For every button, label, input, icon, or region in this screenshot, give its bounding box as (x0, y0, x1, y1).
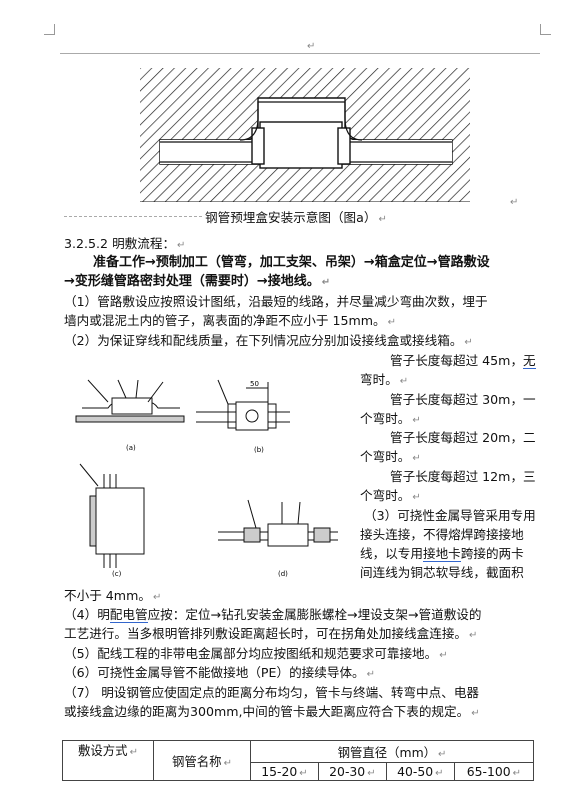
section-heading: 3.2.5.2 明敷流程：↵ (64, 236, 186, 251)
paragraph-1-line-2: 墙内或混泥土内的管子，离表面的净距不应小于 15mm。↵ (64, 313, 397, 328)
table-header-method: 敷设方式↵ (62, 740, 154, 781)
flow-line-1: 准备工作→预制加工（管弯，加工支架、吊架）→箱盒定位→管路敷设 (93, 255, 490, 270)
paragraph-5: （5）配线工程的非带电金属部分均应按图纸和规范要求可靠接地。↵ (64, 646, 448, 661)
right-col-line-1: 管子长度每超过 45m，无 (390, 353, 536, 369)
right-col-line-10: 接头连接，不得熔焊跨接接地 (360, 527, 524, 542)
paragraph-6: （6）可挠性金属导管不能做接地（PE）的接续导体。↵ (64, 665, 376, 680)
paragraph-7-line-1: （7） 明设钢管应使固定点的距离分布均匀，管卡与终端、转弯中点、电器 (64, 685, 480, 700)
dim-50: 50 (250, 380, 259, 388)
table-header-diameter: 钢管直径（mm）↵ (250, 740, 534, 763)
caption-dash-line (64, 216, 202, 217)
right-col-line-5: 管子长度每超过 20m，二 (390, 430, 536, 445)
right-col-line-2: 弯时。↵ (360, 372, 409, 387)
table-header-pipe-name: 钢管名称↵ (153, 740, 251, 781)
paragraph-2: （2）为保证穿线和配线质量，在下列情况应分别加设接线盒或接线箱。↵ (64, 333, 473, 348)
label-b: (b) (254, 446, 264, 454)
table-size-cell: 20-30↵ (317, 762, 387, 781)
right-col-line-6: 个弯时。↵ (360, 449, 421, 464)
pipe-spacing-table: 敷设方式↵ 钢管名称↵ 钢管直径（mm）↵ 15-20↵ 20-30↵ 40-5… (62, 740, 535, 781)
flow-line-2: →变形缝管路密封处理（需要时）→接地线。↵ (64, 274, 331, 289)
right-col-line-7: 管子长度每超过 12m，三 (390, 469, 536, 484)
header-rule (60, 53, 540, 54)
paragraph-mark: ↵ (307, 41, 316, 52)
paragraph-1-line-1: （1）管路敷设应按照设计图纸，沿最短的线路，并尽量减少弯曲次数，埋于 (64, 294, 488, 309)
page-corner-mark (44, 24, 55, 35)
paragraph-7-line-2: 或接线盒边缘的距离为300mm,中间的管卡最大距离应符合下表的规定。↵ (64, 704, 480, 719)
figure-junction-box-details: (a) 50 (b) (c) (d) (75, 379, 338, 578)
right-col-line-11: 线，以专用接地卡跨接的两卡 (360, 546, 524, 562)
figure-a-embedded-box (140, 68, 470, 202)
right-col-line-4: 个弯时。↵ (360, 411, 421, 426)
table-size-cell: 40-50↵ (385, 762, 455, 781)
table-size-cell: 65-100↵ (453, 762, 535, 781)
paragraph-mark: ↵ (510, 197, 519, 208)
table-size-cell: 15-20↵ (250, 762, 319, 781)
right-col-line-3: 管子长度每超过 30m，一 (390, 392, 536, 407)
paragraph-4-line-2: 工艺进行。当多根明管排列敷设距离超长时，可在拐角处加接线盒连接。↵ (64, 626, 478, 641)
figure-caption: 钢管预埋盒安装示意图（图a）↵ (205, 210, 387, 225)
right-col-line-9: （3）可挠性金属导管采用专用 (364, 508, 536, 523)
page-corner-mark (540, 24, 551, 35)
label-d: (d) (278, 570, 288, 578)
right-col-line-12: 间连线为铜芯软导线，截面积 (360, 565, 524, 580)
right-col-line-8: 个弯时。↵ (360, 488, 421, 503)
paragraph-3-tail: 不小于 4mm。↵ (64, 588, 162, 603)
label-c: (c) (112, 570, 122, 578)
label-a: (a) (126, 444, 136, 452)
paragraph-4-line-1: （4）明配电管应按：定位→钻孔安装金属膨胀螺栓→埋设支架→管道敷设的 (64, 607, 482, 623)
